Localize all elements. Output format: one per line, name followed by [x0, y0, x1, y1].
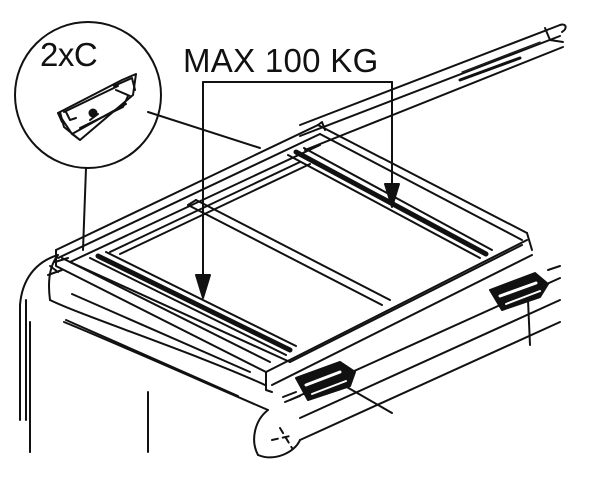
clamp-rear-right — [489, 265, 561, 346]
load-limit-label: MAX 100 KG — [183, 42, 379, 79]
rack-frame — [55, 121, 533, 393]
load-arrows — [195, 81, 400, 299]
roof-rail-right — [299, 23, 567, 151]
clamp-detail-icon — [57, 73, 137, 141]
callout-label: 2xC — [40, 36, 98, 73]
callout-circle — [14, 21, 261, 251]
vehicle-roof — [19, 254, 561, 459]
clamp-front-right — [282, 361, 393, 414]
arrow-head-right-icon — [384, 183, 400, 208]
arrow-head-left-icon — [195, 274, 211, 299]
roof-rail-left — [47, 257, 69, 276]
